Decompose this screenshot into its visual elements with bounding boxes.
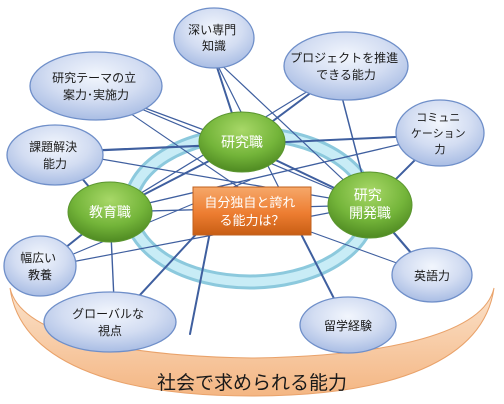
society-caption: 社会で求められる能力	[157, 372, 347, 394]
svg-text:プロジェクトを推進 できる能力: プロジェクトを推進 できる能力	[290, 51, 402, 82]
svg-text:幅広い 教養: 幅広い 教養	[20, 250, 60, 282]
skill-bubble-communication: コミュニ ケーション 力	[395, 99, 485, 167]
role-node-educator: 教育職	[67, 181, 153, 243]
skill-label-line: コミュニ	[416, 111, 460, 124]
skill-label-line: 視点	[98, 323, 122, 338]
skill-bubble-study-abroad: 留学経験	[299, 296, 397, 354]
skill-bubble-project: プロジェクトを推進 できる能力	[283, 31, 409, 101]
connector-line	[59, 151, 371, 206]
skill-label-line: 英語力	[414, 268, 450, 283]
svg-text:コミュニ ケーション 力: コミュニ ケーション 力	[411, 111, 469, 156]
skill-label-line: プロジェクトを推進	[290, 51, 398, 65]
role-label-line: 研究	[354, 188, 382, 204]
role-node-rnd: 研究 開発職	[327, 171, 413, 239]
skill-bubble-expertise: 深い専門 知識	[173, 7, 255, 69]
skill-label-line: グローバルな	[72, 307, 144, 321]
skill-label-line: 研究テーマの立	[52, 70, 136, 85]
center-question-box: 自分独自と誇れ る能力は？	[192, 186, 312, 236]
skill-label-line: 能力	[43, 157, 67, 171]
svg-text:課題解決 能力: 課題解決 能力	[29, 139, 81, 171]
svg-text:研究職: 研究職	[221, 135, 263, 151]
svg-text:留学経験: 留学経験	[324, 318, 372, 333]
center-label-line: 自分独自と誇れ	[204, 195, 295, 211]
role-label-line: 開発職	[349, 206, 391, 222]
skill-label-line: できる能力	[316, 68, 376, 82]
skill-label-line: 留学経験	[324, 318, 372, 333]
skill-bubble-global-view: グローバルな 視点	[43, 291, 177, 353]
role-node-researcher: 研究職	[198, 111, 286, 173]
skill-label-line: 知識	[202, 39, 226, 53]
skill-label-line: 課題解決	[29, 139, 77, 154]
society-arc-band	[9, 287, 495, 397]
skill-bubble-problem-solving: 課題解決 能力	[6, 124, 104, 186]
svg-text:英語力: 英語力	[414, 268, 450, 283]
svg-text:教育職: 教育職	[89, 205, 131, 221]
connector-line	[109, 134, 441, 213]
skill-label-line: ケーション	[411, 127, 466, 140]
connector-line	[189, 231, 211, 335]
connector-line	[39, 204, 371, 269]
svg-text:自分独自と誇れ る能力は？: 自分独自と誇れ る能力は？	[204, 195, 299, 229]
skill-label-line: 教養	[28, 267, 52, 282]
svg-text:研究テーマの立 案力･実施力: 研究テーマの立 案力･実施力	[52, 70, 140, 102]
skill-label-line: 案力･実施力	[63, 87, 129, 102]
svg-text:深い専門 知識: 深い専門 知識	[188, 23, 240, 53]
svg-text:グローバルな 視点: グローバルな 視点	[72, 307, 148, 338]
skill-bubble-english: 英語力	[391, 247, 473, 303]
skill-label-line: 幅広い	[20, 250, 56, 265]
role-label-line: 研究職	[221, 135, 263, 151]
role-label-line: 教育職	[89, 205, 131, 221]
center-label-line: る能力は？	[219, 214, 284, 229]
skill-label-line: 力	[435, 143, 446, 156]
skill-bubble-liberal-arts: 幅広い 教養	[3, 235, 77, 297]
skill-bubble-research-planning: 研究テーマの立 案力･実施力	[29, 51, 163, 121]
skill-label-line: 深い専門	[188, 23, 236, 37]
svg-text:研究 開発職: 研究 開発職	[349, 188, 391, 222]
